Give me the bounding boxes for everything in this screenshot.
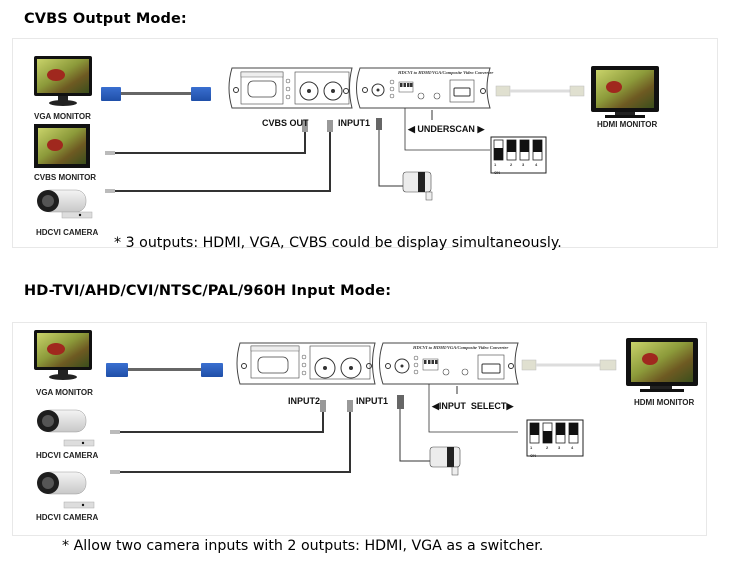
dip-key-2-2 xyxy=(543,431,552,443)
dip-key-2-4 xyxy=(569,423,578,435)
label-port-input1: INPUT1 xyxy=(338,118,371,128)
vga-monitor-icon-2 xyxy=(34,330,92,380)
vga-monitor-icon xyxy=(34,56,92,106)
converter-panel-left-2 xyxy=(236,342,376,385)
label-camera: HDCVI CAMERA xyxy=(36,228,99,237)
dip1-num-1: 1 xyxy=(494,162,497,167)
converter-panel-right-2 xyxy=(379,342,519,385)
label-input-select: ◀INPUT SELECT▶ xyxy=(432,401,514,411)
hdmi-cable xyxy=(495,85,585,97)
dip-switch-1-keys xyxy=(493,139,543,161)
dip2-num-1: 1 xyxy=(530,445,533,450)
dip1-num-3: 3 xyxy=(522,162,525,167)
dip-key-2-3 xyxy=(556,423,565,435)
label-vga-monitor: VGA MONITOR xyxy=(34,112,91,121)
camera-icon xyxy=(37,189,93,219)
hdmi-cable-2 xyxy=(521,359,617,371)
section-title-input-mode: HD-TVI/AHD/CVI/NTSC/PAL/960H Input Mode: xyxy=(24,283,392,299)
coax-cable-input1 xyxy=(105,120,333,193)
power-adapter-icon-2 xyxy=(397,395,461,476)
coax-cable-input2 xyxy=(110,400,326,434)
power-adapter-icon xyxy=(376,118,433,201)
underscan-text: UNDERSCAN xyxy=(417,124,475,134)
dip2-num-3: 3 xyxy=(558,445,561,450)
coax-cable-input1-2 xyxy=(110,400,353,474)
dip-key-1-3 xyxy=(520,140,529,152)
dip-key-1-4 xyxy=(533,140,542,152)
converter-panel-right xyxy=(356,67,491,109)
dip2-on-label: ON xyxy=(530,453,536,458)
label-camera-1: HDCVI CAMERA xyxy=(36,451,99,460)
converter-title-2: HDCVI to HDMI/VGA/Composite Video Conver… xyxy=(412,345,509,350)
dip-key-2-1 xyxy=(530,423,539,435)
input-select-leader xyxy=(428,384,518,433)
hdmi-monitor-icon xyxy=(591,66,659,118)
dip-switch-2-keys xyxy=(529,422,579,444)
converter-panel-left xyxy=(228,67,353,109)
converter-title-1: HDCVI to HDMI/VGA/Composite Video Conver… xyxy=(397,70,494,75)
dip2-num-4: 4 xyxy=(571,445,574,450)
label-port-input2: INPUT2 xyxy=(288,396,321,406)
label-underscan: ◀ UNDERSCAN ▶ xyxy=(408,124,485,134)
note-cvbs: * 3 outputs: HDMI, VGA, CVBS could be di… xyxy=(114,235,562,251)
label-vga-monitor-2: VGA MONITOR xyxy=(36,388,93,397)
dip-key-1-2 xyxy=(507,140,516,152)
label-port-input1-2: INPUT1 xyxy=(356,396,389,406)
diagram-input-mode xyxy=(12,322,707,536)
camera-icon-1 xyxy=(37,409,95,447)
label-hdmi-monitor-2: HDMI MONITOR xyxy=(634,398,695,407)
note-input-mode: * Allow two camera inputs with 2 outputs… xyxy=(62,538,544,554)
hdmi-monitor-icon-2 xyxy=(626,338,698,392)
camera-icon-2 xyxy=(37,471,95,509)
dip-key-1-1 xyxy=(494,148,503,160)
dip2-num-2: 2 xyxy=(546,445,549,450)
section-title-cvbs: CVBS Output Mode: xyxy=(24,11,187,27)
label-cvbs-monitor: CVBS MONITOR xyxy=(34,173,97,182)
dip1-num-2: 2 xyxy=(510,162,513,167)
cvbs-monitor-icon xyxy=(34,124,90,168)
dip1-num-4: 4 xyxy=(535,162,538,167)
underscan-leader xyxy=(404,108,490,151)
dip1-on-label: ON xyxy=(494,170,500,175)
input-select-text: INPUT SELECT xyxy=(438,401,507,411)
label-camera-2: HDCVI CAMERA xyxy=(36,513,99,522)
vga-cable-2 xyxy=(106,363,223,377)
label-port-cvbs-out: CVBS OUT xyxy=(262,118,309,128)
label-hdmi-monitor: HDMI MONITOR xyxy=(597,120,658,129)
diagram-cvbs xyxy=(12,38,718,248)
coax-cable-cvbs-out xyxy=(105,120,308,155)
vga-cable xyxy=(101,87,211,101)
